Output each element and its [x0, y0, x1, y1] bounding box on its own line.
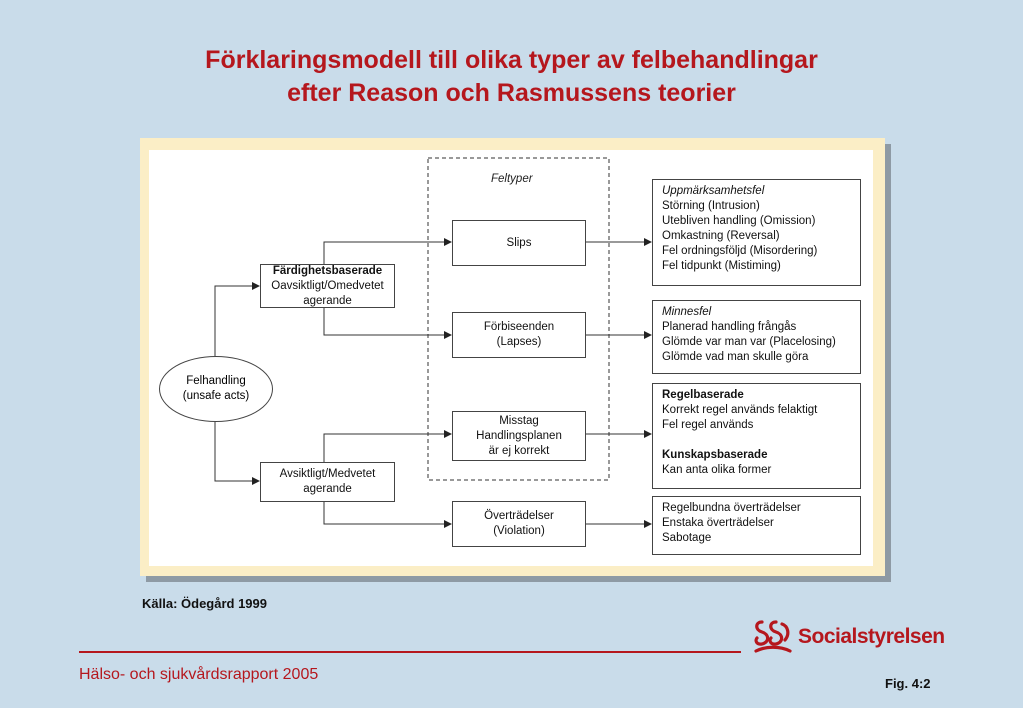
socialstyrelsen-logo: Socialstyrelsen — [752, 618, 945, 656]
kunskap-heading: Kunskapsbaserade — [662, 449, 768, 461]
fardighet-line-2: agerande — [303, 294, 352, 307]
fardighet-title: Färdighetsbaserade — [272, 264, 383, 277]
minnesfel-heading: Minnesfel — [662, 306, 712, 318]
list-item: Utebliven handling (Omission) — [662, 215, 816, 227]
list-item: Regelbundna överträdelser — [662, 502, 801, 514]
regel-box: Regelbaserade Korrekt regel används fela… — [652, 383, 861, 489]
felhandling-node: Felhandling (unsafe acts) — [159, 356, 273, 422]
edge-fardighet-slips — [323, 238, 452, 264]
list-item: Sabotage — [662, 532, 712, 544]
edge-root-fardighet — [214, 282, 260, 356]
list-item: Störning (Intrusion) — [662, 200, 760, 212]
forbiseenden-line-1: Förbiseenden — [483, 321, 555, 333]
edge-avsiktligt-misstag — [323, 430, 452, 462]
list-item: Fel regel används — [662, 419, 754, 431]
slips-label: Slips — [506, 236, 532, 249]
feltyper-label: Feltyper — [491, 173, 533, 185]
page-title: Förklaringsmodell till olika typer av fe… — [0, 44, 1023, 110]
forbiseenden-node: Förbiseenden (Lapses) — [452, 312, 586, 358]
misstag-node: Misstag Handlingsplanen är ej korrekt — [452, 411, 586, 461]
misstag-line-1: Misstag — [499, 414, 539, 427]
violations-box: Regelbundna överträdelser Enstaka övertr… — [652, 496, 861, 555]
edge-avsiktligt-overtradelser — [323, 502, 452, 528]
regel-heading: Regelbaserade — [662, 389, 744, 401]
fardighet-line-1: Oavsiktligt/Omedvetet — [271, 279, 384, 292]
edge-root-avsiktligt — [214, 422, 260, 485]
list-item: Planerad handling frångås — [662, 321, 797, 333]
report-title: Hälso- och sjukvårdsrapport 2005 — [79, 666, 319, 683]
list-item: Fel tidpunkt (Mistiming) — [662, 260, 781, 272]
list-item: Glömde vad man skulle göra — [662, 351, 809, 363]
overtradelser-line-1: Överträdelser — [484, 510, 554, 522]
logo-text: Socialstyrelsen — [798, 625, 945, 648]
minnesfel-box: Minnesfel Planerad handling frångås Glöm… — [652, 300, 861, 374]
uppmarksamhet-heading: Uppmärksamhetsfel — [662, 185, 765, 197]
title-line-1: Förklaringsmodell till olika typer av fe… — [205, 46, 818, 74]
fardighet-node: Färdighetsbaserade Oavsiktligt/Omedvetet… — [260, 264, 395, 308]
misstag-line-2: Handlingsplanen — [476, 429, 562, 442]
felhandling-line-2: (unsafe acts) — [182, 390, 250, 402]
diagram-frame: Feltyper Felhandling (unsafe acts) Färdi… — [140, 138, 885, 576]
list-item: Enstaka överträdelser — [662, 517, 774, 529]
footer-divider — [79, 651, 741, 653]
list-item: Korrekt regel används felaktigt — [662, 404, 818, 416]
forbiseenden-line-2: (Lapses) — [496, 336, 542, 348]
list-item: Fel ordningsföljd (Misordering) — [662, 245, 818, 257]
list-item: Omkastning (Reversal) — [662, 230, 780, 242]
diagram-canvas: Feltyper Felhandling (unsafe acts) Färdi… — [149, 150, 873, 566]
avsiktligt-line-2: agerande — [303, 483, 352, 495]
list-item: Glömde var man var (Placelosing) — [662, 336, 836, 348]
felhandling-line-1: Felhandling — [186, 375, 246, 387]
uppmarksamhet-box: Uppmärksamhetsfel Störning (Intrusion) U… — [652, 179, 861, 286]
list-item: Kan anta olika former — [662, 464, 772, 476]
overtradelser-line-2: (Violation) — [493, 525, 545, 537]
figure-number: Fig. 4:2 — [885, 676, 931, 691]
diagram-connectors — [214, 157, 652, 528]
edge-fardighet-forbiseenden — [323, 308, 452, 339]
avsiktligt-line-1: Avsiktligt/Medvetet — [279, 468, 376, 480]
avsiktligt-node: Avsiktligt/Medvetet agerande — [260, 462, 395, 502]
source-citation: Källa: Ödegård 1999 — [142, 596, 267, 611]
title-line-2: efter Reason och Rasmussens teorier — [287, 79, 736, 107]
spacer — [662, 433, 860, 448]
misstag-line-3: är ej korrekt — [488, 444, 550, 457]
overtradelser-node: Överträdelser (Violation) — [452, 501, 586, 547]
slips-node: Slips — [452, 220, 586, 266]
logo-mark-icon — [754, 620, 792, 653]
